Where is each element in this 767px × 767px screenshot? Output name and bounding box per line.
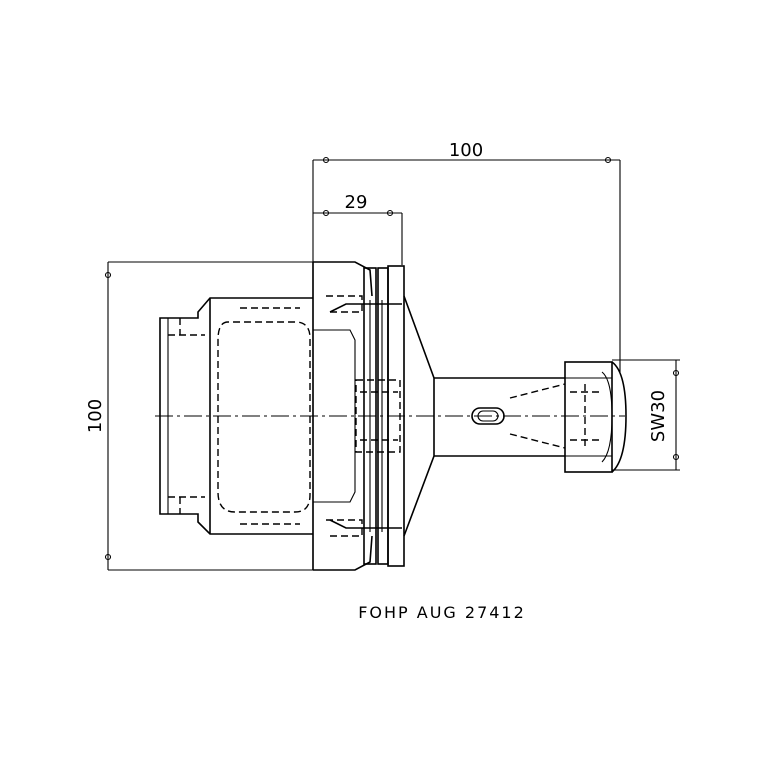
- dimension-wrench: SW30: [612, 359, 680, 471]
- cone-transition: [403, 295, 435, 537]
- dimension-flange-length: 29: [313, 192, 403, 265]
- dimension-height: 100: [85, 261, 313, 571]
- hex-end: [564, 361, 627, 473]
- shaft: [434, 377, 566, 457]
- dimension-label-wrench: SW30: [648, 390, 669, 442]
- dimension-label-height: 100: [85, 399, 106, 433]
- drawing-caption: FOHP AUG 27412: [358, 603, 526, 622]
- dimension-label-flange-length: 29: [345, 192, 368, 213]
- dimension-label-total-length: 100: [449, 140, 483, 161]
- left-body: [159, 297, 313, 535]
